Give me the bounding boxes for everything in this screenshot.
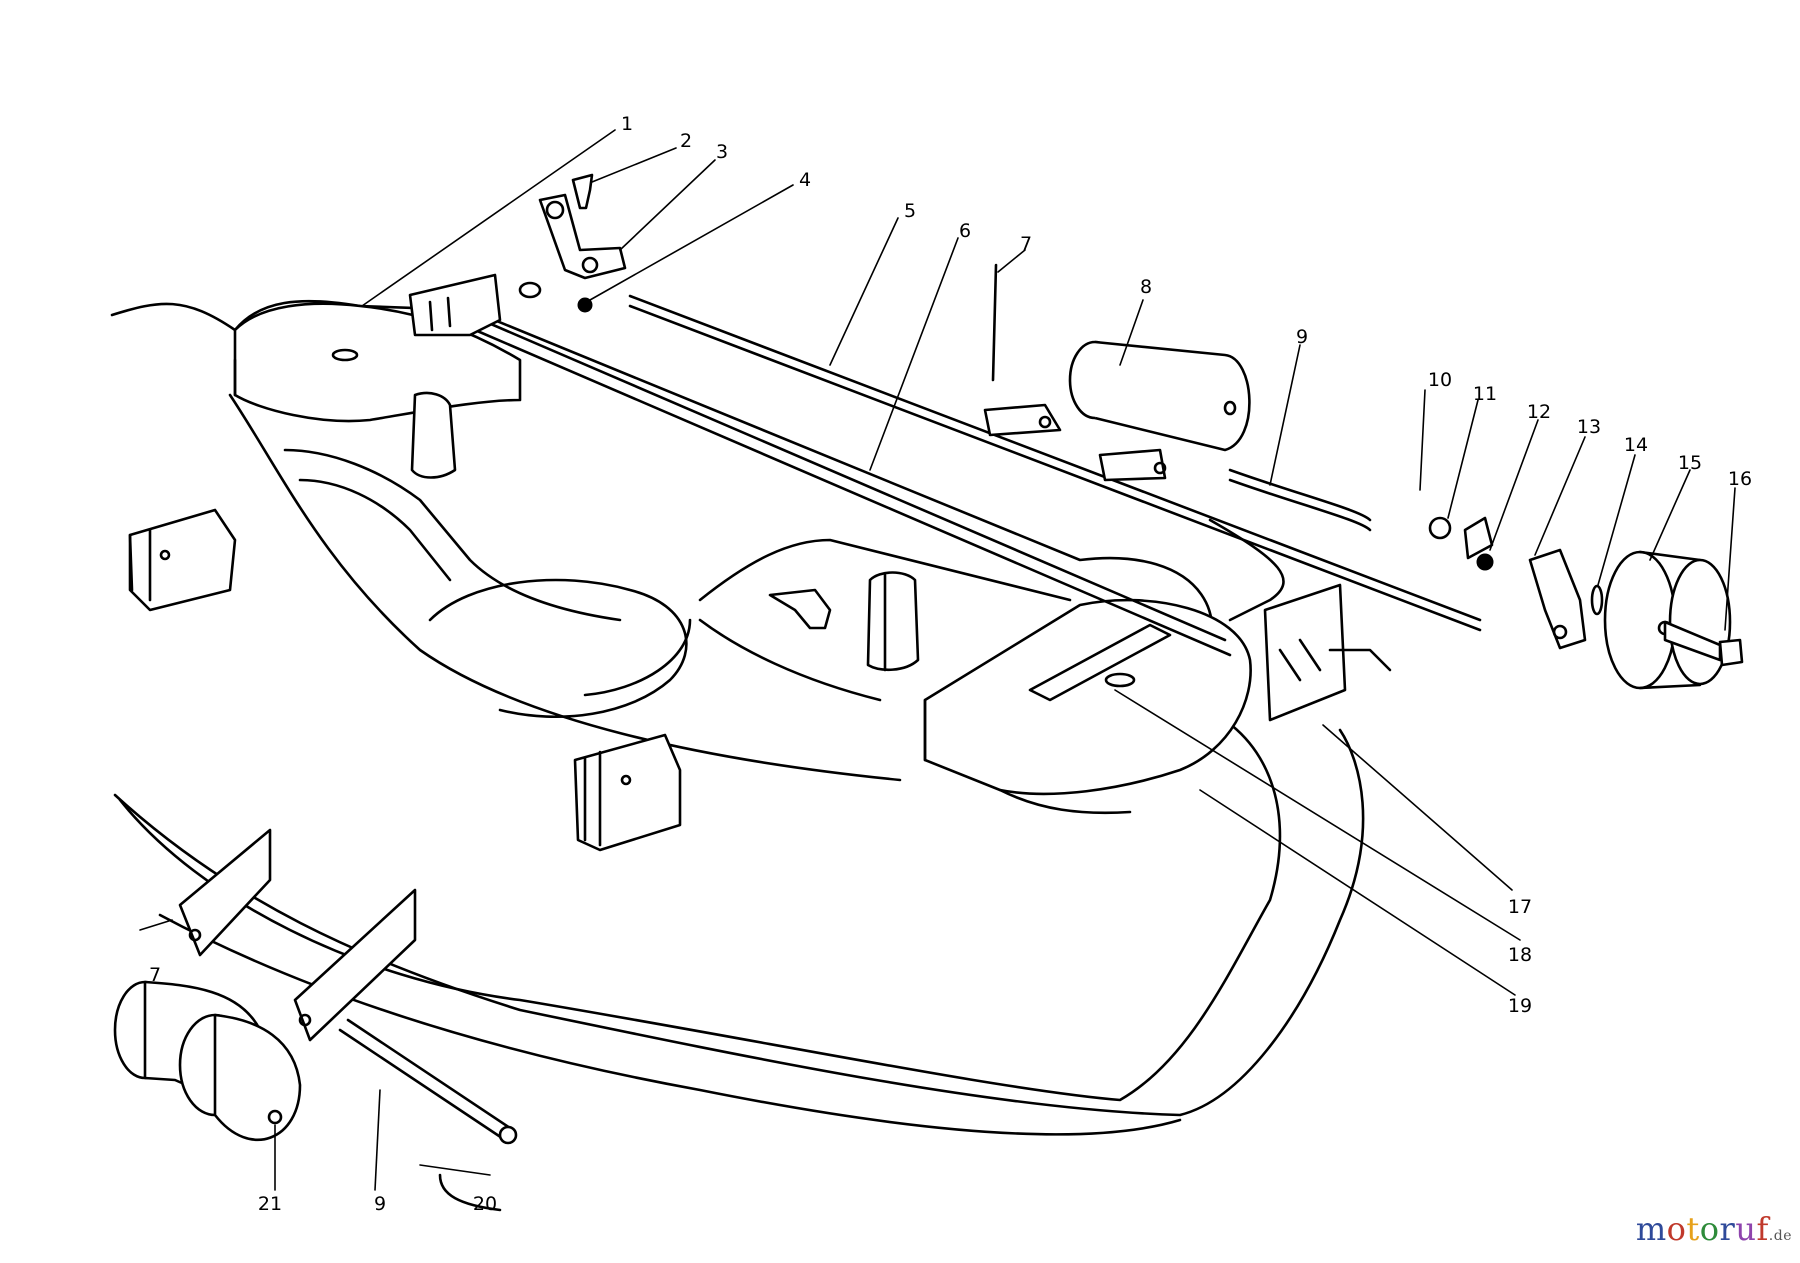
front-roller-assembly — [113, 828, 518, 1212]
part-label: 12 — [1527, 401, 1551, 423]
part-label: 5 — [904, 200, 916, 222]
part-label: 11 — [1473, 383, 1497, 405]
part-label: 15 — [1678, 452, 1702, 474]
part-label: 9 — [374, 1193, 386, 1215]
part-label: 14 — [1624, 434, 1648, 456]
lift-rod-assembly — [408, 173, 1744, 722]
watermark-tld: .de — [1768, 1228, 1792, 1244]
part-label: 20 — [473, 1193, 497, 1215]
part-label: 6 — [959, 220, 971, 242]
skid-shoes — [128, 508, 682, 852]
part-label: 4 — [799, 169, 811, 191]
part-label: 10 — [1428, 369, 1452, 391]
part-label: 9 — [1296, 326, 1308, 348]
part-label: 3 — [716, 141, 728, 163]
watermark-brand: motoruf — [1636, 1210, 1769, 1248]
watermark-letter: r — [1719, 1210, 1736, 1248]
part-label: 18 — [1508, 944, 1532, 966]
watermark-letter: t — [1686, 1210, 1700, 1248]
part-labels: 1 2 3 4 5 6 7 8 9 10 11 12 13 14 15 16 1… — [149, 113, 1752, 1215]
part-label: 16 — [1728, 468, 1752, 490]
part-label: 2 — [680, 130, 692, 152]
part-label: 8 — [1140, 276, 1152, 298]
leader-lines — [274, 129, 1736, 1191]
watermark-letter: u — [1735, 1210, 1757, 1248]
mower-deck-housing — [110, 299, 1365, 1136]
part-label: 21 — [258, 1193, 282, 1215]
part-label: 1 — [621, 113, 633, 135]
part-label: 19 — [1508, 995, 1532, 1017]
watermark-letter: o — [1699, 1210, 1720, 1248]
watermark-letter: m — [1635, 1210, 1667, 1248]
part-label: 7 — [1020, 233, 1032, 255]
watermark-letter: f — [1756, 1210, 1769, 1248]
part-label: 17 — [1508, 896, 1532, 918]
watermark-letter: o — [1666, 1210, 1687, 1248]
part-label: 13 — [1577, 416, 1601, 438]
motoruf-watermark-logo: motoruf.de — [1636, 1210, 1792, 1248]
part-label: 7 — [149, 964, 161, 986]
